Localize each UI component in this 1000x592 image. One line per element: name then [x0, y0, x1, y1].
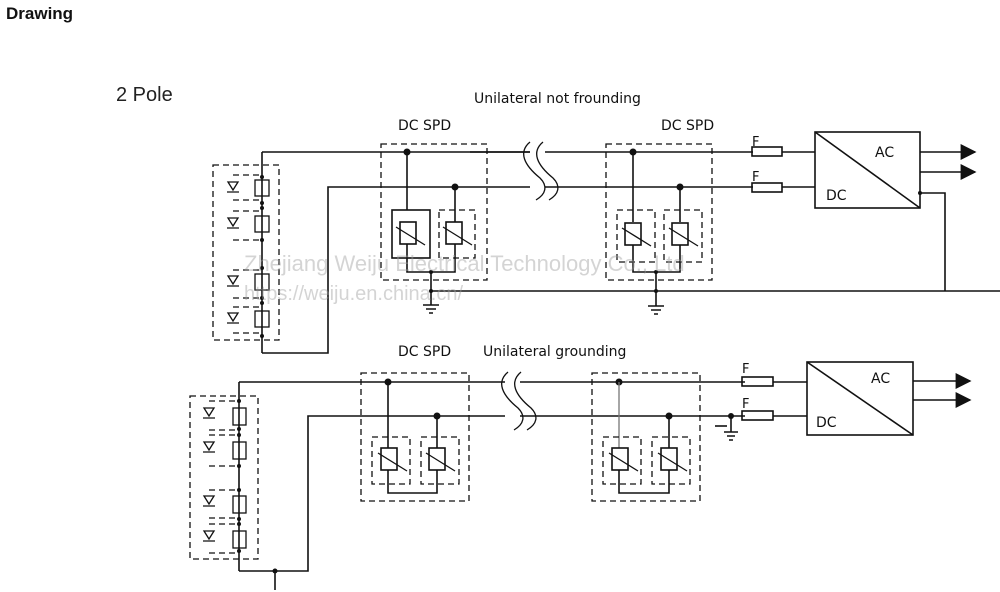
- varistor-icon: [377, 447, 456, 472]
- top-spd-2: [605, 143, 713, 315]
- bottom-spd-1: [360, 372, 470, 502]
- top-pv-string: [212, 152, 280, 353]
- varistor-icon: [395, 221, 473, 246]
- watermark: Zhejiang Weiju Electrical Technology Co.…: [244, 251, 685, 305]
- top-spd-label-1: DC SPD: [398, 118, 451, 134]
- top-inverter: AC DC: [814, 131, 977, 291]
- fuse-icon: [741, 410, 774, 421]
- fuse-icon: [741, 376, 774, 387]
- top-fuse-label-1: F: [752, 135, 759, 150]
- bottom-diagram-title: Unilateral grounding: [483, 344, 626, 360]
- bottom-fuse-label-1: F: [742, 362, 749, 377]
- top-inverter-dc: DC: [826, 188, 847, 204]
- bottom-spd-2: [591, 372, 701, 502]
- ground-icon: [715, 413, 738, 441]
- top-fuse-label-2: F: [752, 170, 759, 185]
- watermark-url: https://weiju.en.china.cn/: [244, 283, 463, 305]
- top-spd-label-2: DC SPD: [661, 118, 714, 134]
- bottom-inverter: AC DC: [806, 361, 972, 436]
- cable-break-icon: [523, 141, 546, 201]
- top-diagram-title: Unilateral not frounding: [474, 91, 641, 107]
- top-diagram: Unilateral not frounding DC SPD DC SPD: [212, 91, 1000, 354]
- cable-break-icon: [501, 371, 524, 431]
- watermark-company: Zhejiang Weiju Electrical Technology Co.…: [244, 251, 685, 276]
- ground-icon: [648, 305, 664, 315]
- bottom-inverter-ac: AC: [871, 371, 890, 387]
- page-heading: Drawing: [6, 4, 74, 23]
- top-spd-1: [380, 143, 488, 314]
- bottom-spd-label-1: DC SPD: [398, 344, 451, 360]
- pole-label: 2 Pole: [116, 84, 173, 106]
- pv-module-icon: [232, 407, 247, 549]
- top-fuses: F F: [751, 135, 815, 193]
- top-inverter-ac: AC: [875, 145, 894, 161]
- varistor-icon: [621, 222, 699, 247]
- bypass-diode-icon: [202, 407, 216, 542]
- bottom-inverter-dc: DC: [816, 415, 837, 431]
- varistor-icon: [608, 447, 688, 472]
- bottom-fuse-label-2: F: [742, 397, 749, 412]
- bottom-pv-string: [189, 382, 259, 571]
- pv-module-icon: [254, 179, 270, 328]
- bypass-diode-icon: [226, 181, 240, 324]
- ground-icon: [423, 304, 439, 314]
- bottom-diagram: DC SPD Unilateral grounding: [189, 344, 972, 590]
- bottom-fuses: F F: [741, 362, 807, 421]
